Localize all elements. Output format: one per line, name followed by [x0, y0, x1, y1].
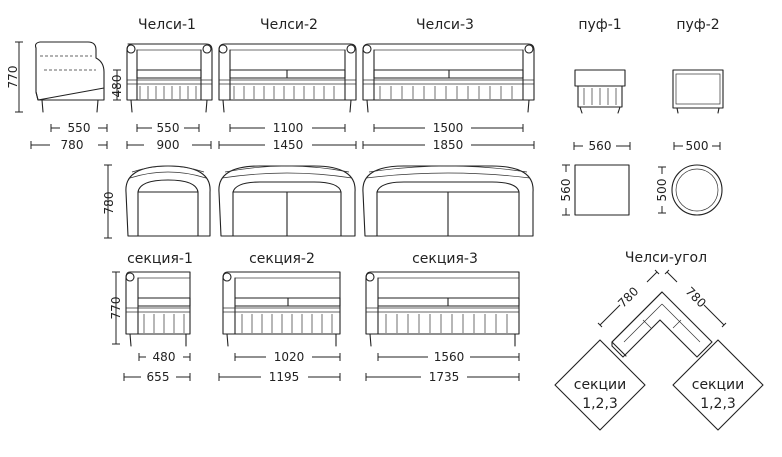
dim-sektsiya-3: 1560 1735 — [365, 350, 520, 384]
svg-text:1,2,3: 1,2,3 — [582, 396, 618, 412]
svg-text:560: 560 — [589, 139, 612, 153]
svg-text:780: 780 — [61, 138, 84, 152]
dim-sek-height: 770 — [109, 271, 123, 345]
svg-text:900: 900 — [157, 138, 180, 152]
dim-chelsi-1: 480 550 900 — [110, 69, 212, 152]
dim-sektsiya-1: 480 655 — [123, 350, 191, 384]
svg-text:секции: секции — [692, 377, 745, 393]
svg-text:1450: 1450 — [273, 138, 304, 152]
dim-side-depth: 550 780 — [30, 121, 108, 152]
dim-puf-2: 500 500 — [655, 139, 721, 214]
sektsiya-1-front — [125, 271, 191, 347]
chelsi-2-front — [218, 43, 357, 113]
chelsi-ugol-top — [611, 291, 713, 358]
title-sektsiya-3: секция-3 — [412, 251, 478, 267]
dim-side-height: 770 — [6, 41, 23, 113]
title-chelsi-1: Челси-1 — [138, 17, 196, 33]
corner-section-left: секции 1,2,3 — [554, 339, 646, 431]
svg-text:770: 770 — [109, 297, 123, 320]
puf-1-front — [574, 69, 626, 114]
dim-chelsi-2: 1100 1450 — [218, 121, 357, 152]
title-chelsi-2: Челси-2 — [260, 17, 318, 33]
chelsi-3-front — [362, 43, 535, 113]
title-sektsiya-2: секция-2 — [249, 251, 315, 267]
svg-text:480: 480 — [153, 350, 176, 364]
svg-text:1020: 1020 — [274, 350, 305, 364]
svg-text:1850: 1850 — [433, 138, 464, 152]
svg-text:550: 550 — [68, 121, 91, 135]
dim-top-depth: 780 — [102, 164, 116, 239]
svg-text:1500: 1500 — [433, 121, 464, 135]
svg-text:655: 655 — [147, 370, 170, 384]
chelsi-1-front — [126, 43, 213, 113]
corner-section-right: секции 1,2,3 — [672, 339, 764, 431]
sektsiya-3-front — [365, 271, 520, 347]
puf-1-top — [574, 164, 630, 216]
svg-text:480: 480 — [110, 75, 124, 98]
title-chelsi-ugol: Челси-угол — [625, 250, 707, 266]
title-chelsi-3: Челси-3 — [416, 17, 474, 33]
svg-text:1100: 1100 — [273, 121, 304, 135]
svg-text:1560: 1560 — [434, 350, 465, 364]
svg-text:500: 500 — [686, 139, 709, 153]
svg-text:500: 500 — [655, 179, 669, 202]
puf-2-top — [671, 164, 723, 216]
svg-text:1,2,3: 1,2,3 — [700, 396, 736, 412]
dim-corner: 780 780 — [597, 269, 727, 328]
sofa-side-view — [34, 41, 105, 113]
svg-text:770: 770 — [6, 66, 20, 89]
sektsiya-2-front — [222, 271, 341, 347]
dim-sektsiya-2: 1020 1195 — [218, 350, 341, 384]
svg-text:550: 550 — [157, 121, 180, 135]
title-puf-2: пуф-2 — [676, 17, 719, 33]
chelsi-2-top — [218, 165, 356, 237]
puf-2-front — [672, 69, 724, 114]
svg-text:560: 560 — [559, 179, 573, 202]
svg-text:780: 780 — [102, 192, 116, 215]
svg-text:1735: 1735 — [429, 370, 460, 384]
svg-text:1195: 1195 — [269, 370, 300, 384]
chelsi-1-top — [125, 165, 211, 237]
title-puf-1: пуф-1 — [578, 17, 621, 33]
title-sektsiya-1: секция-1 — [127, 251, 193, 267]
chelsi-3-top — [362, 165, 534, 237]
dim-puf-1: 560 560 — [559, 139, 631, 216]
dim-chelsi-3: 1500 1850 — [362, 121, 535, 152]
svg-text:секции: секции — [574, 377, 627, 393]
